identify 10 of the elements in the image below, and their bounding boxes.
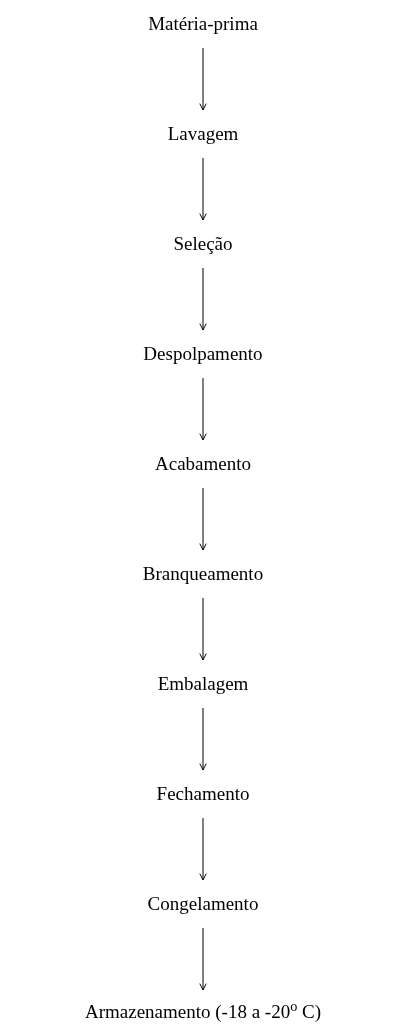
step-label: Despolpamento [143,342,263,366]
step-label: Matéria-prima [148,12,258,36]
step-label: Lavagem [167,122,239,146]
step-label: Fechamento [156,782,250,806]
step-label: Acabamento [155,452,251,476]
step-label: Embalagem [157,672,249,696]
step-label: Armazenamento (-18 a -20$^{o}$ C) [84,1000,322,1024]
step-label: Seleção [173,232,233,256]
step-label: Congelamento [147,892,259,916]
step-label: Branqueamento [142,562,264,586]
